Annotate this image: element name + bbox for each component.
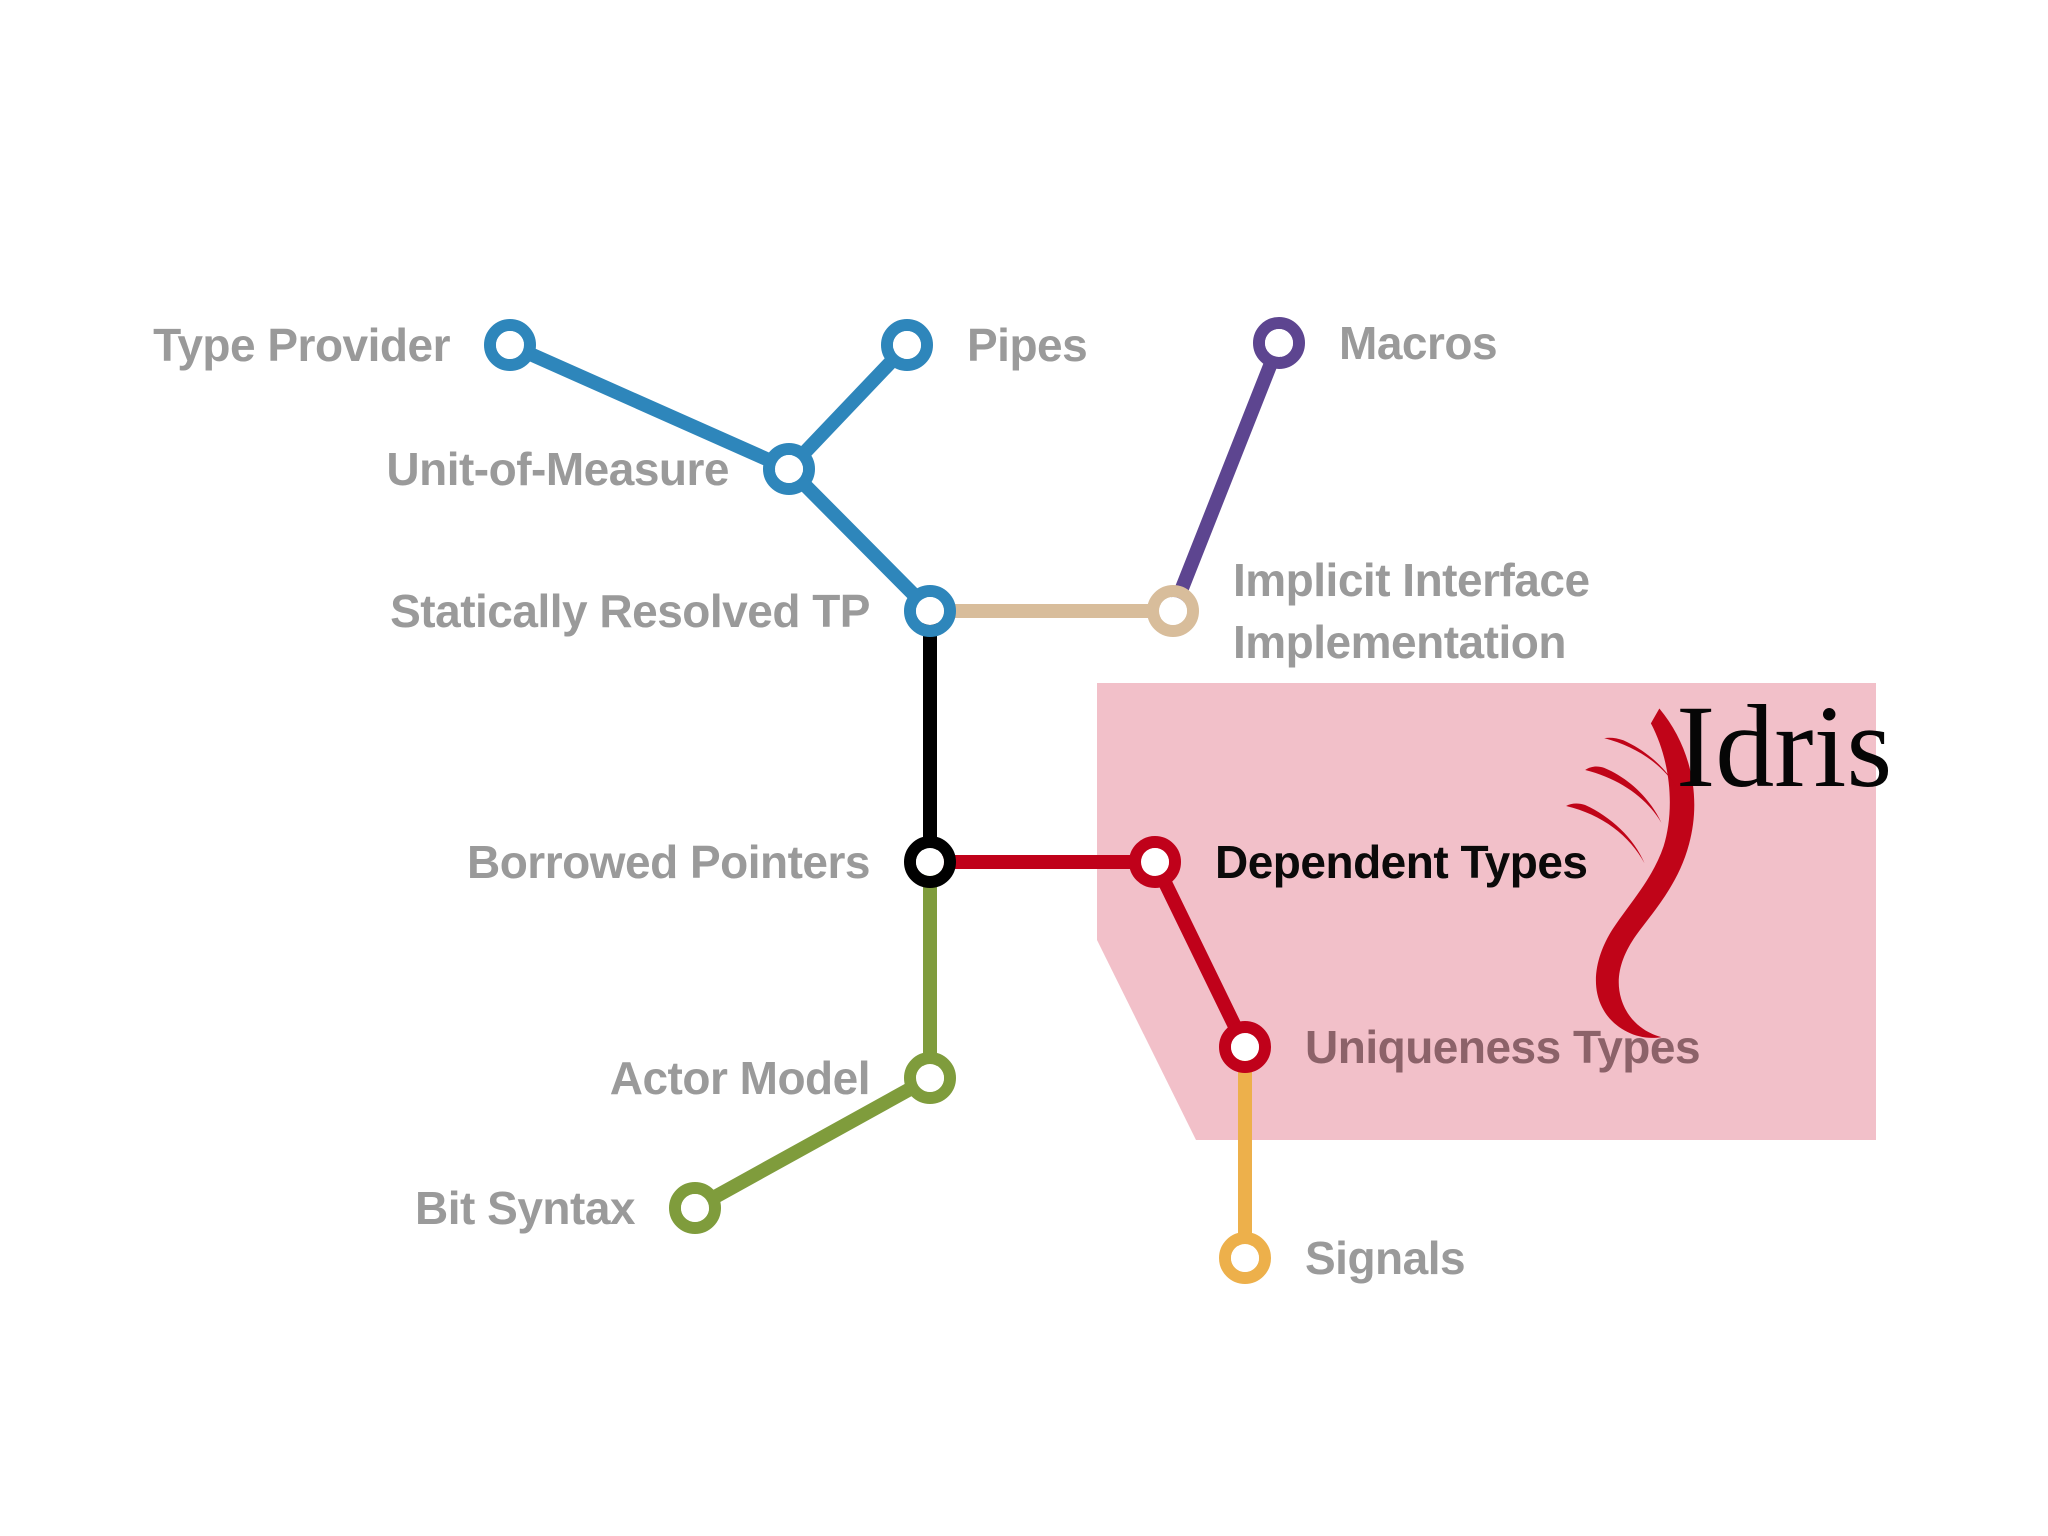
station-node-actor-model[interactable]: [904, 1052, 956, 1104]
station-ring: [1219, 1021, 1271, 1073]
station-label-macros: Macros: [1339, 317, 1498, 369]
station-ring: [904, 585, 956, 637]
idris-logo: Idris: [1676, 688, 1892, 806]
station-label-dependent-types: Dependent Types: [1215, 836, 1588, 888]
station-label-uniqueness-types: Uniqueness Types: [1305, 1021, 1701, 1073]
station-core: [681, 1194, 709, 1222]
station-nodes-group: [484, 317, 1305, 1284]
station-node-pipes[interactable]: [881, 319, 933, 371]
station-core: [916, 848, 944, 876]
station-ring: [904, 1052, 956, 1104]
station-node-implicit-interface-implementation[interactable]: [1147, 585, 1199, 637]
station-ring: [484, 319, 536, 371]
station-core: [916, 1064, 944, 1092]
line-segment-dependent-types-to-uniqueness-types: [1148, 855, 1252, 1054]
station-core: [916, 597, 944, 625]
station-label-unit-of-measure: Unit-of-Measure: [386, 443, 729, 495]
station-node-signals[interactable]: [1219, 1232, 1271, 1284]
station-label-type-provider: Type Provider: [153, 319, 450, 371]
station-ring: [1253, 317, 1305, 369]
station-ring: [1219, 1232, 1271, 1284]
station-node-dependent-types[interactable]: [1129, 836, 1181, 888]
station-ring: [904, 836, 956, 888]
station-ring: [881, 319, 933, 371]
station-label-signals: Signals: [1305, 1232, 1466, 1284]
station-label-bit-syntax: Bit Syntax: [415, 1182, 635, 1234]
station-node-borrowed-pointers[interactable]: [904, 836, 956, 888]
station-node-type-provider[interactable]: [484, 319, 536, 371]
line-segment-macros-to-implicit-interface-implementation: [1166, 336, 1286, 618]
station-node-uniqueness-types[interactable]: [1219, 1021, 1271, 1073]
line-segment-actor-model-to-bit-syntax: [688, 1071, 937, 1215]
idris-wordmark: Idris: [1676, 681, 1893, 812]
station-core: [496, 331, 524, 359]
station-core: [1141, 848, 1169, 876]
station-label-statically-resolved-tp: Statically Resolved TP: [390, 585, 870, 637]
station-core: [893, 331, 921, 359]
station-ring: [1147, 585, 1199, 637]
station-ring: [669, 1182, 721, 1234]
station-core: [1231, 1244, 1259, 1272]
station-node-unit-of-measure[interactable]: [763, 443, 815, 495]
station-core: [1231, 1033, 1259, 1061]
line-edges-group: [503, 336, 1286, 1265]
station-label-pipes: Pipes: [967, 319, 1088, 371]
station-node-bit-syntax[interactable]: [669, 1182, 721, 1234]
line-segment-type-provider-to-unit-of-measure: [503, 338, 796, 476]
station-node-statically-resolved-tp[interactable]: [904, 585, 956, 637]
line-segment-pipes-to-unit-of-measure: [782, 338, 914, 476]
station-ring: [1129, 836, 1181, 888]
station-label-implicit-interface-implementation: Implicit Interface Implementation: [1233, 554, 1590, 668]
station-label-actor-model: Actor Model: [609, 1052, 871, 1104]
station-node-macros[interactable]: [1253, 317, 1305, 369]
line-segment-unit-of-measure-to-statically-resolved-tp: [782, 462, 937, 618]
station-core: [1159, 597, 1187, 625]
idris-flame-mark: [1566, 708, 1695, 1038]
station-core: [775, 455, 803, 483]
station-core: [1265, 329, 1293, 357]
station-label-borrowed-pointers: Borrowed Pointers: [466, 836, 871, 888]
station-ring: [763, 443, 815, 495]
